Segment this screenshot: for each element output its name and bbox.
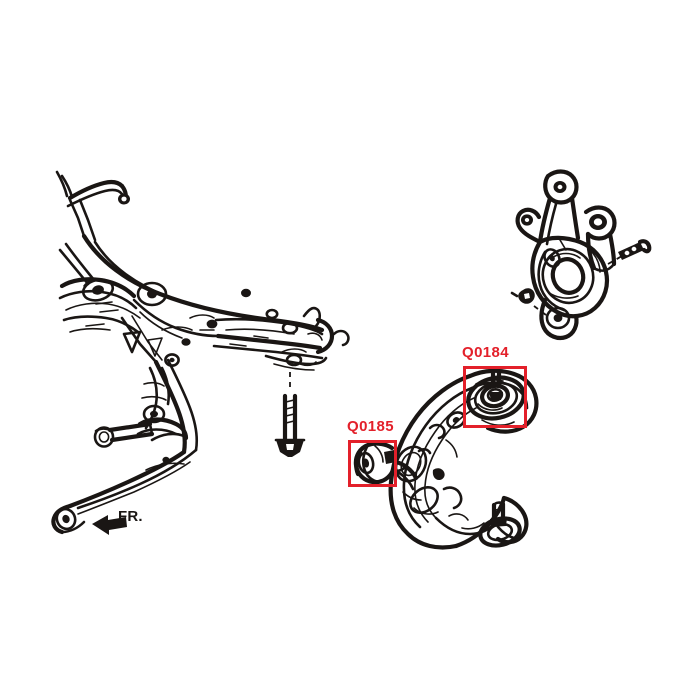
stabilizer-bar: [55, 170, 130, 242]
flange-bolt: [274, 372, 306, 457]
callout-box-q0185[interactable]: [348, 440, 397, 487]
steering-knuckle: [510, 169, 652, 341]
control-arm-front-bushing: [353, 441, 408, 485]
subframe-mounting-bolt: [93, 421, 155, 448]
front-direction-label: FR.: [118, 508, 143, 525]
callout-box-q0184[interactable]: [463, 366, 527, 428]
front-subframe-crossmember: [51, 170, 335, 535]
front-direction-arrow: [92, 515, 127, 535]
ball-joint: [478, 501, 522, 548]
lower-control-arm: [353, 368, 539, 550]
control-arm-rear-bushing: [466, 368, 526, 421]
callout-label-q0184: Q0184: [462, 344, 510, 361]
callout-label-q0185: Q0185: [347, 418, 395, 435]
knuckle-lower-bolt: [510, 288, 535, 304]
knuckle-pinch-bolt: [618, 239, 652, 260]
